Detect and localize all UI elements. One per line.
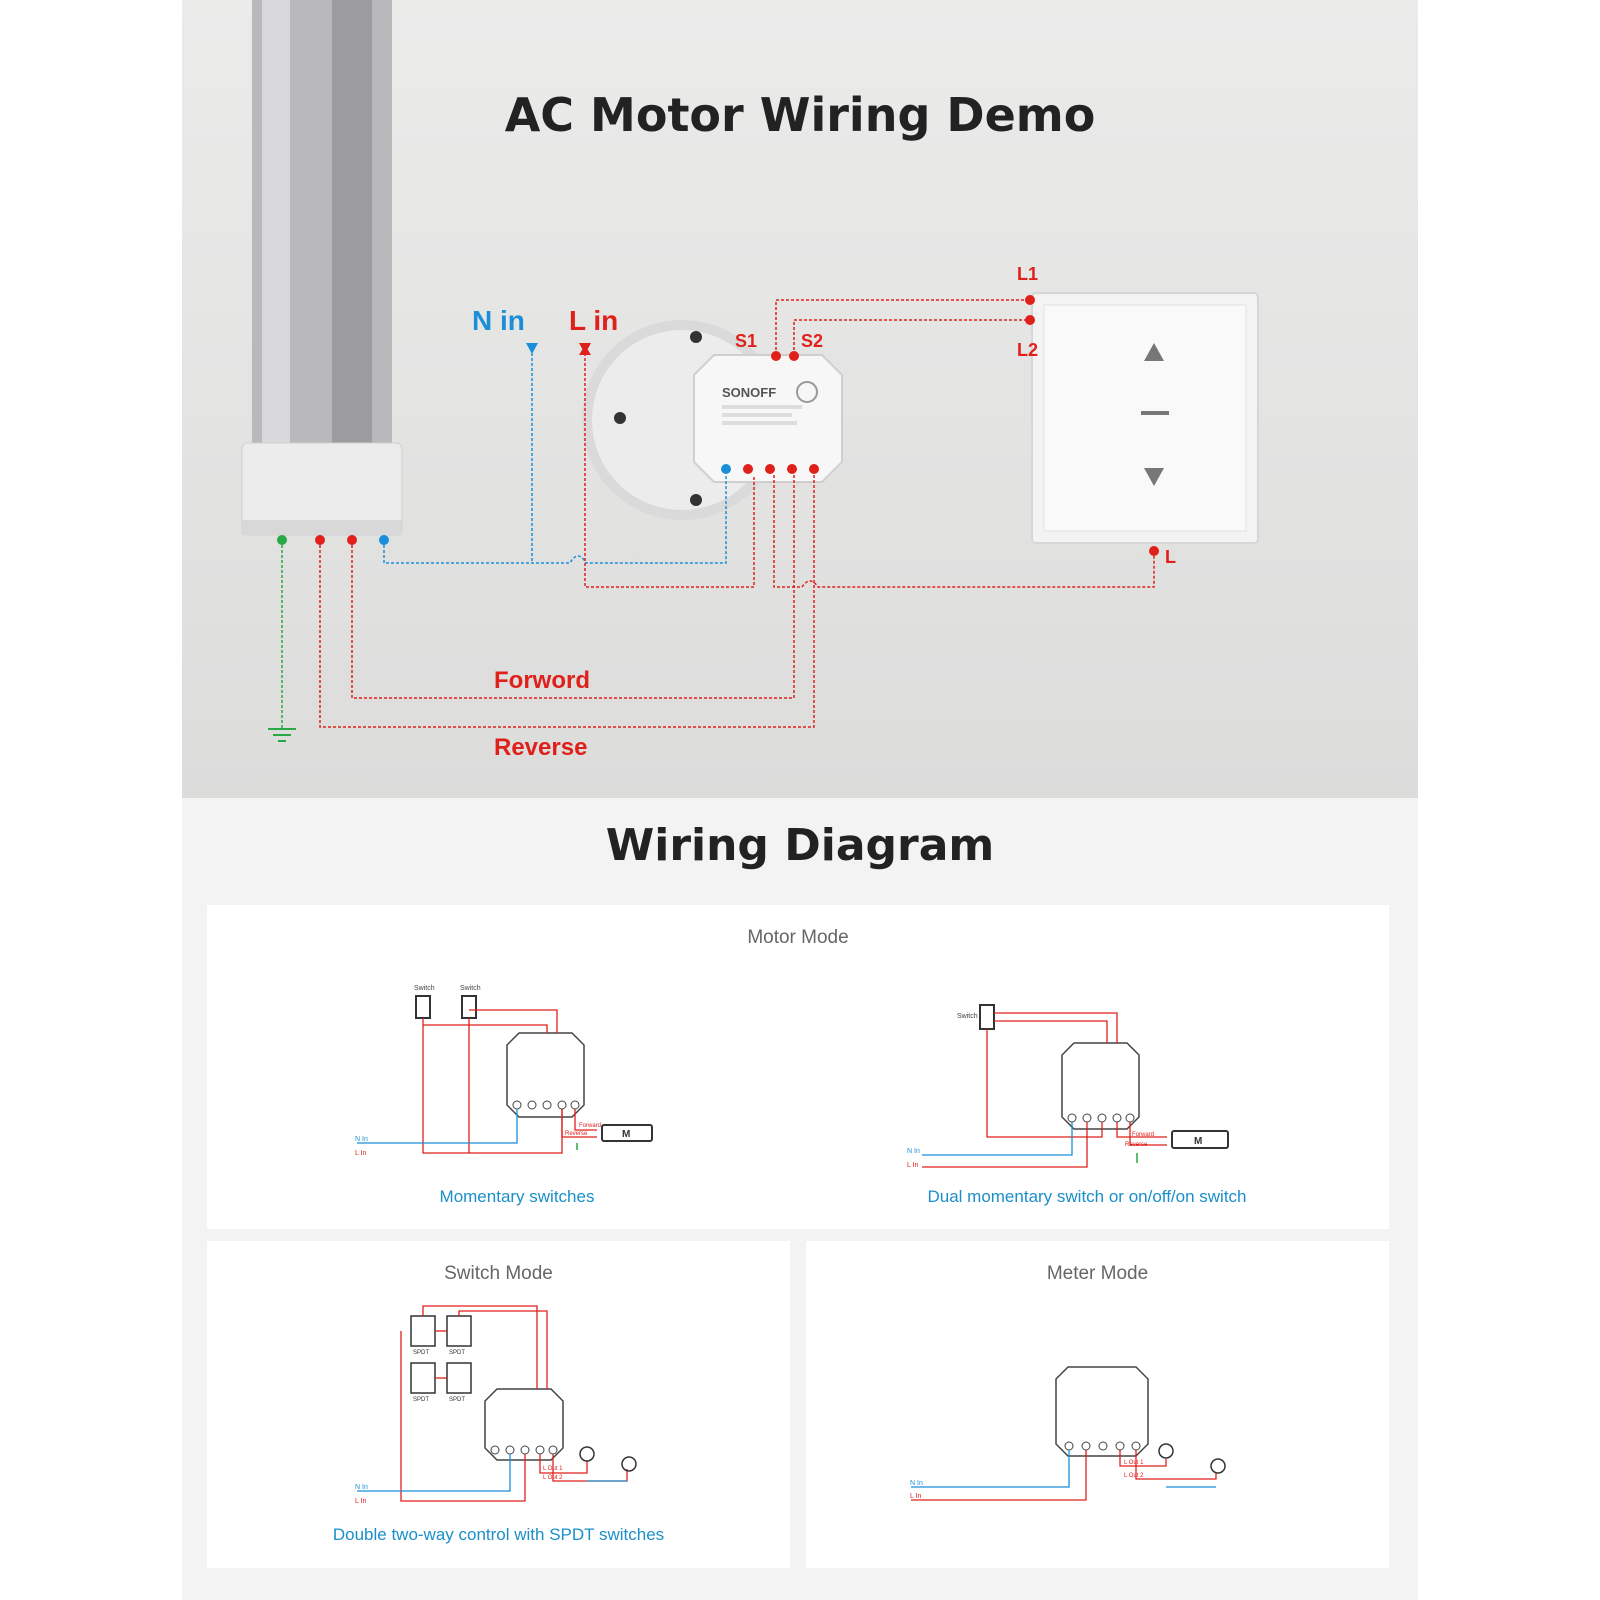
down-arrow-icon [1144, 468, 1164, 486]
switch-mode-schematic: SPDT SPDT SPDT SPDT [355, 1305, 637, 1505]
sonoff-module: SONOFF [693, 354, 843, 483]
l2-label: L2 [1017, 340, 1038, 360]
svg-text:L Out 2: L Out 2 [543, 1475, 563, 1481]
switch-mode-caption: Double two-way control with SPDT switche… [332, 1525, 665, 1544]
svg-text:M: M [622, 1129, 630, 1140]
svg-text:L Out 1: L Out 1 [1124, 1460, 1144, 1466]
svg-text:L In: L In [355, 1498, 367, 1505]
svg-text:SPDT: SPDT [413, 1350, 429, 1356]
s1-label: S1 [735, 331, 757, 351]
svg-text:Forward: Forward [1132, 1132, 1154, 1138]
meter-mode-title: Meter Mode [1046, 1263, 1149, 1284]
demo-illustration: SONOFF [241, 0, 1259, 761]
dual-switch-caption: Dual momentary switch or on/off/on switc… [927, 1187, 1247, 1206]
device-brand: SONOFF [722, 385, 776, 400]
svg-text:Reverse: Reverse [565, 1131, 588, 1137]
wiring-title: Wiring Diagram [605, 820, 995, 871]
motor-mode-title: Motor Mode [747, 927, 849, 948]
svg-text:Switch: Switch [414, 985, 435, 992]
n-in-arrow-icon [526, 343, 538, 354]
svg-text:SPDT: SPDT [449, 1397, 465, 1403]
svg-text:SPDT: SPDT [413, 1397, 429, 1403]
svg-text:L In: L In [907, 1162, 919, 1169]
svg-text:SPDT: SPDT [449, 1350, 465, 1356]
l-in-label: L in [569, 305, 618, 336]
l-label: L [1165, 547, 1176, 567]
switch-mode-card: Switch Mode SPDT SPDT SPDT SPDT [207, 1241, 790, 1568]
ground-icon [268, 728, 296, 742]
switch-mode-title: Switch Mode [444, 1263, 553, 1284]
wall-switch-plate [1031, 292, 1259, 544]
momentary-switches-caption: Momentary switches [439, 1187, 595, 1206]
s2-label: S2 [801, 331, 823, 351]
meter-mode-schematic: N In L In L Out 1 L Out 2 [910, 1366, 1226, 1501]
svg-text:Switch: Switch [957, 1013, 978, 1020]
svg-text:Switch: Switch [460, 985, 481, 992]
stop-icon [1141, 411, 1169, 415]
up-arrow-icon [1144, 343, 1164, 361]
svg-text:Reverse: Reverse [1125, 1142, 1148, 1148]
ac-motor-wiring-demo: SONOFF [182, 0, 1418, 798]
svg-text:N In: N In [910, 1480, 923, 1487]
wires [281, 299, 1155, 728]
n-in-label: N in [472, 305, 525, 336]
demo-title: AC Motor Wiring Demo [504, 88, 1096, 142]
dual-switch-schematic: Switch [907, 1004, 1229, 1169]
page: SONOFF [182, 0, 1418, 1600]
forward-label: Forword [494, 667, 590, 694]
motor-mode-card: Motor Mode Switch Switch [207, 905, 1389, 1229]
svg-text:M: M [1194, 1136, 1202, 1147]
svg-text:N In: N In [355, 1136, 368, 1143]
reverse-label: Reverse [494, 734, 587, 761]
svg-text:L In: L In [355, 1150, 367, 1157]
wiring-diagram-section: Wiring Diagram Motor Mode Switch Switch [182, 798, 1418, 1600]
l1-label: L1 [1017, 264, 1038, 284]
meter-mode-card: Meter Mode N In L In L [806, 1241, 1389, 1568]
svg-text:N In: N In [355, 1484, 368, 1491]
momentary-switches-schematic: Switch Switch [355, 985, 653, 1157]
svg-text:N In: N In [907, 1148, 920, 1155]
terminal-dots [277, 295, 1159, 556]
motor-mode-diagrams: Switch Switch [355, 985, 1229, 1169]
svg-text:Forward: Forward [579, 1123, 601, 1129]
svg-text:L Out 1: L Out 1 [543, 1466, 563, 1472]
svg-text:L In: L In [910, 1493, 922, 1500]
svg-text:L Out 2: L Out 2 [1124, 1473, 1144, 1479]
